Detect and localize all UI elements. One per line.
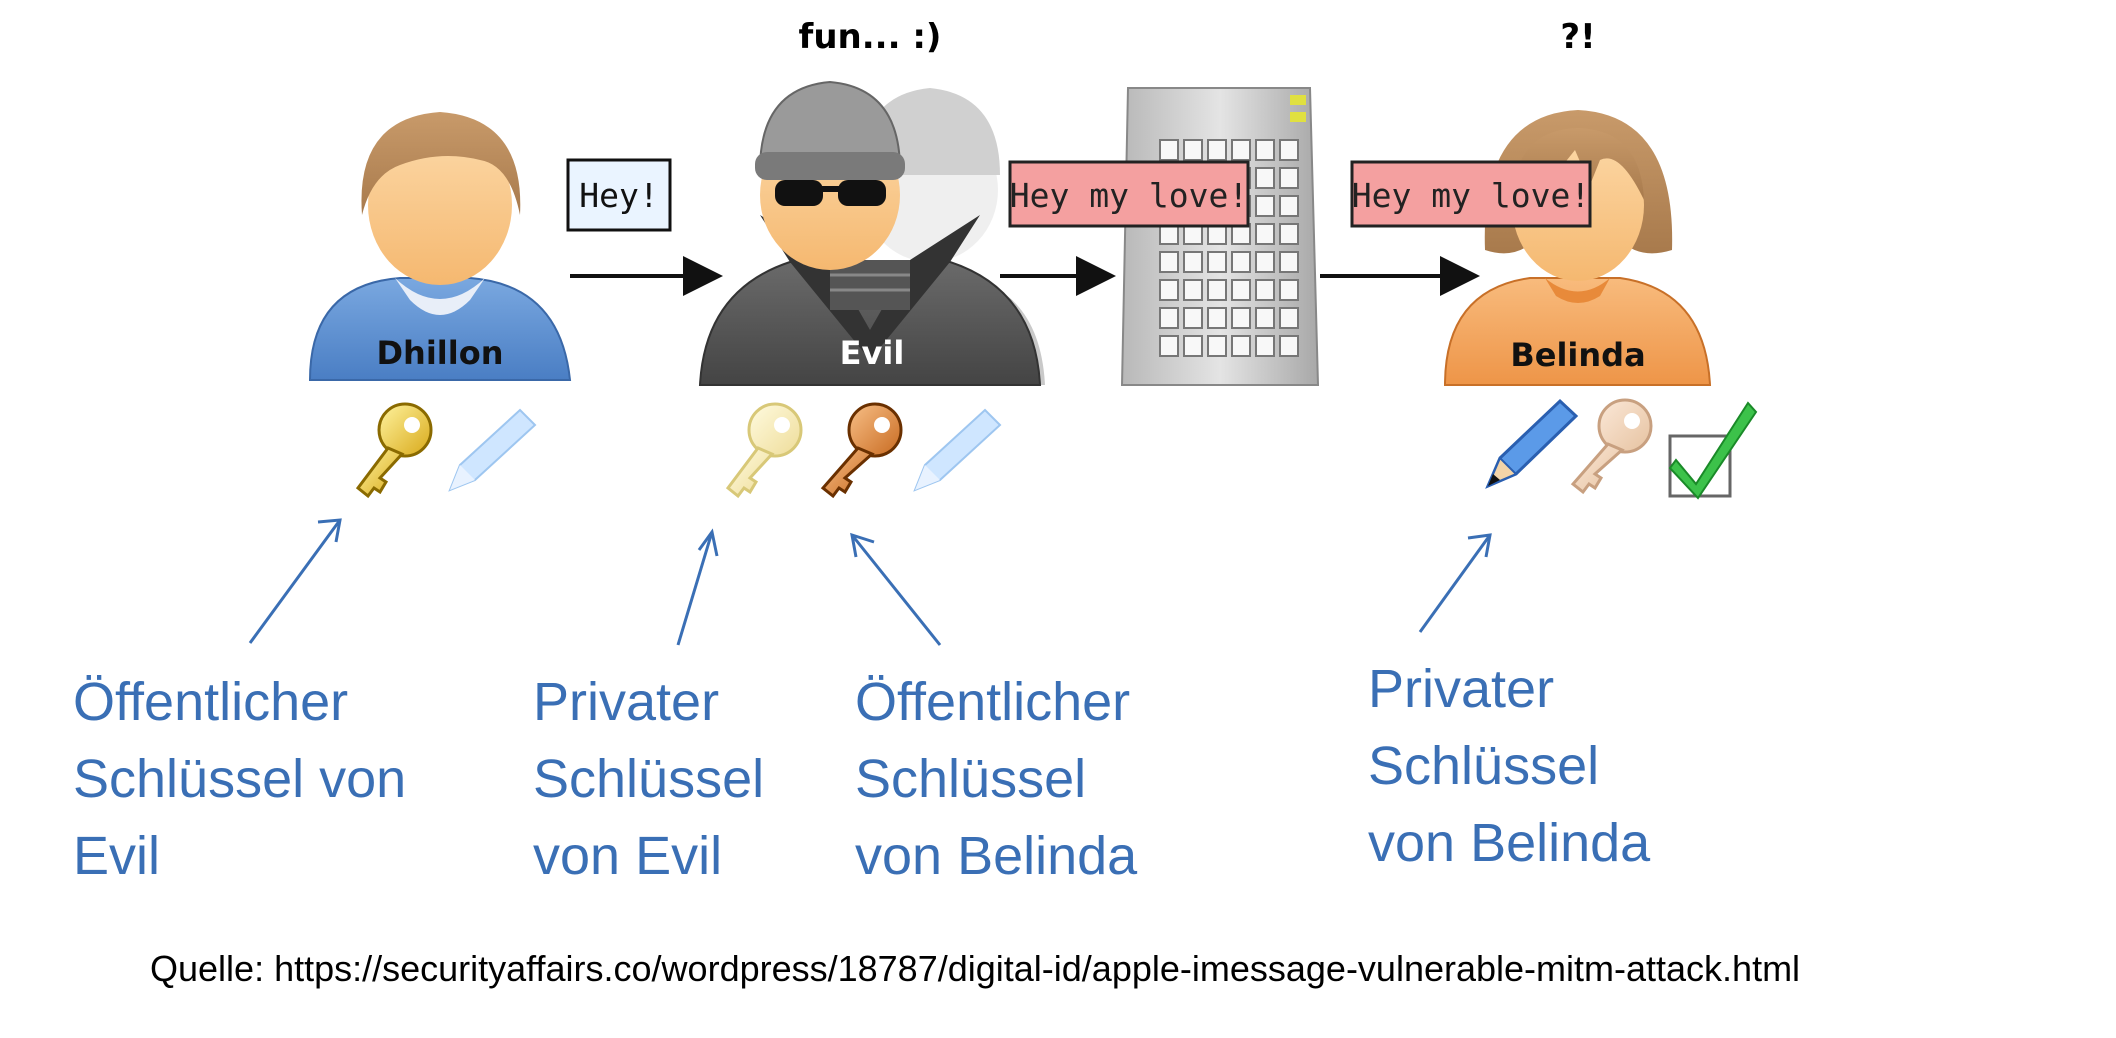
server-window (1255, 335, 1275, 357)
server-window (1279, 279, 1299, 301)
server-window (1183, 335, 1203, 357)
server-window (1231, 335, 1251, 357)
server-window (1159, 139, 1179, 161)
server-window (1279, 335, 1299, 357)
pale-key-icon (1570, 398, 1653, 495)
bubble-hey-text: Hey! (579, 176, 658, 215)
person-dhillon: Dhillon (308, 112, 572, 381)
server-window (1207, 139, 1227, 161)
caption-public-key-belinda: Öffentlicher Schlüssel von Belinda (855, 664, 1137, 895)
server-window (1279, 223, 1299, 245)
bubble-hey: Hey! (566, 158, 672, 232)
pale-key-icon (725, 402, 803, 499)
source-citation: Quelle: https://securityaffairs.co/wordp… (150, 948, 1801, 989)
caption-line: Schlüssel (533, 749, 765, 809)
caption-public-key-evil: Öffentlicher Schlüssel von Evil (73, 664, 406, 895)
server-window (1207, 251, 1227, 273)
server-window (1159, 335, 1179, 357)
caption-line: von Belinda (1368, 813, 1651, 873)
pointer-arrow-2 (676, 531, 714, 646)
checkbox-check-icon (1668, 401, 1758, 500)
server-window (1255, 139, 1275, 161)
server-window (1183, 307, 1203, 329)
server-window (1231, 279, 1251, 301)
server-icon (1120, 87, 1320, 386)
server-window (1231, 307, 1251, 329)
pointer-arrows (248, 518, 1492, 646)
person-name-belinda: Belinda (1510, 336, 1645, 374)
bubble-hey-my-love-2-text: Hey my love! (1352, 176, 1590, 215)
caption-line: von Belinda (855, 826, 1138, 886)
server-window (1183, 139, 1203, 161)
caption-line: Schlüssel (855, 749, 1087, 809)
server-window (1255, 251, 1275, 273)
bubble-hey-my-love-2: Hey my love! (1350, 160, 1592, 228)
server-window (1159, 279, 1179, 301)
person-name-evil: Evil (840, 334, 905, 372)
server-window (1255, 195, 1275, 217)
bubble-hey-my-love-1: Hey my love! (1008, 160, 1250, 228)
server-window (1279, 167, 1299, 189)
caption-line: Schlüssel von (73, 749, 407, 809)
pointer-arrow-4 (1418, 534, 1492, 633)
server-window (1255, 279, 1275, 301)
top-label-belinda: ?! (1560, 17, 1595, 57)
server-window (1207, 279, 1227, 301)
bubble-hey-my-love-1-text: Hey my love! (1010, 176, 1248, 215)
caption-line: Öffentlicher (73, 672, 349, 732)
caption-line: von Evil (533, 826, 723, 886)
caption-private-key-belinda: Privater Schlüssel von Belinda (1368, 651, 1650, 882)
pen-icon (1485, 398, 1579, 489)
server-window (1183, 279, 1203, 301)
gold-key-icon (355, 402, 433, 499)
pointer-arrow-3 (850, 534, 942, 646)
server-window (1255, 167, 1275, 189)
server-window (1255, 307, 1275, 329)
caption-line: Öffentlicher (855, 672, 1131, 732)
caption-line: Evil (73, 826, 161, 886)
server-window (1255, 223, 1275, 245)
top-label-evil: fun... :) (799, 17, 942, 57)
server-window (1159, 307, 1179, 329)
pointer-arrow-1 (248, 519, 342, 644)
pen-icon (448, 408, 537, 492)
server-window (1279, 307, 1299, 329)
caption-private-key-evil: Privater Schlüssel von Evil (533, 664, 764, 895)
orange-key-icon (820, 402, 903, 499)
pen-icon (913, 408, 1002, 492)
person-name-dhillon: Dhillon (376, 334, 503, 372)
server-window (1207, 307, 1227, 329)
server-window (1207, 335, 1227, 357)
server-window (1183, 251, 1203, 273)
person-evil: Evil (698, 80, 1045, 386)
caption-line: Privater (1368, 659, 1555, 719)
server-window (1279, 251, 1299, 273)
server-window (1279, 139, 1299, 161)
server-window (1279, 195, 1299, 217)
caption-line: Privater (533, 672, 720, 732)
server-window (1231, 139, 1251, 161)
caption-line: Schlüssel (1368, 736, 1600, 796)
server-window (1159, 251, 1179, 273)
server-window (1231, 251, 1251, 273)
